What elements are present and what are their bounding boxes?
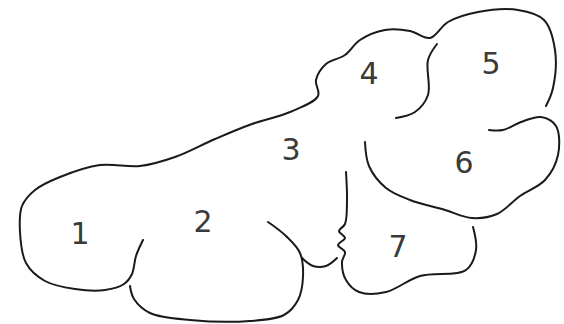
callout-number: 3 <box>281 135 300 165</box>
outline-stroke <box>396 44 437 118</box>
callout-number: 5 <box>481 49 500 79</box>
callout-number: 2 <box>193 207 212 237</box>
outline-stroke <box>130 222 303 322</box>
callout-number: 4 <box>359 59 378 89</box>
callout-number: 6 <box>454 148 473 178</box>
outline-stroke <box>338 172 476 294</box>
outline-stroke <box>302 258 337 267</box>
outline-stroke <box>365 117 559 218</box>
callout-number: 1 <box>70 219 89 249</box>
callout-number: 7 <box>388 232 407 262</box>
